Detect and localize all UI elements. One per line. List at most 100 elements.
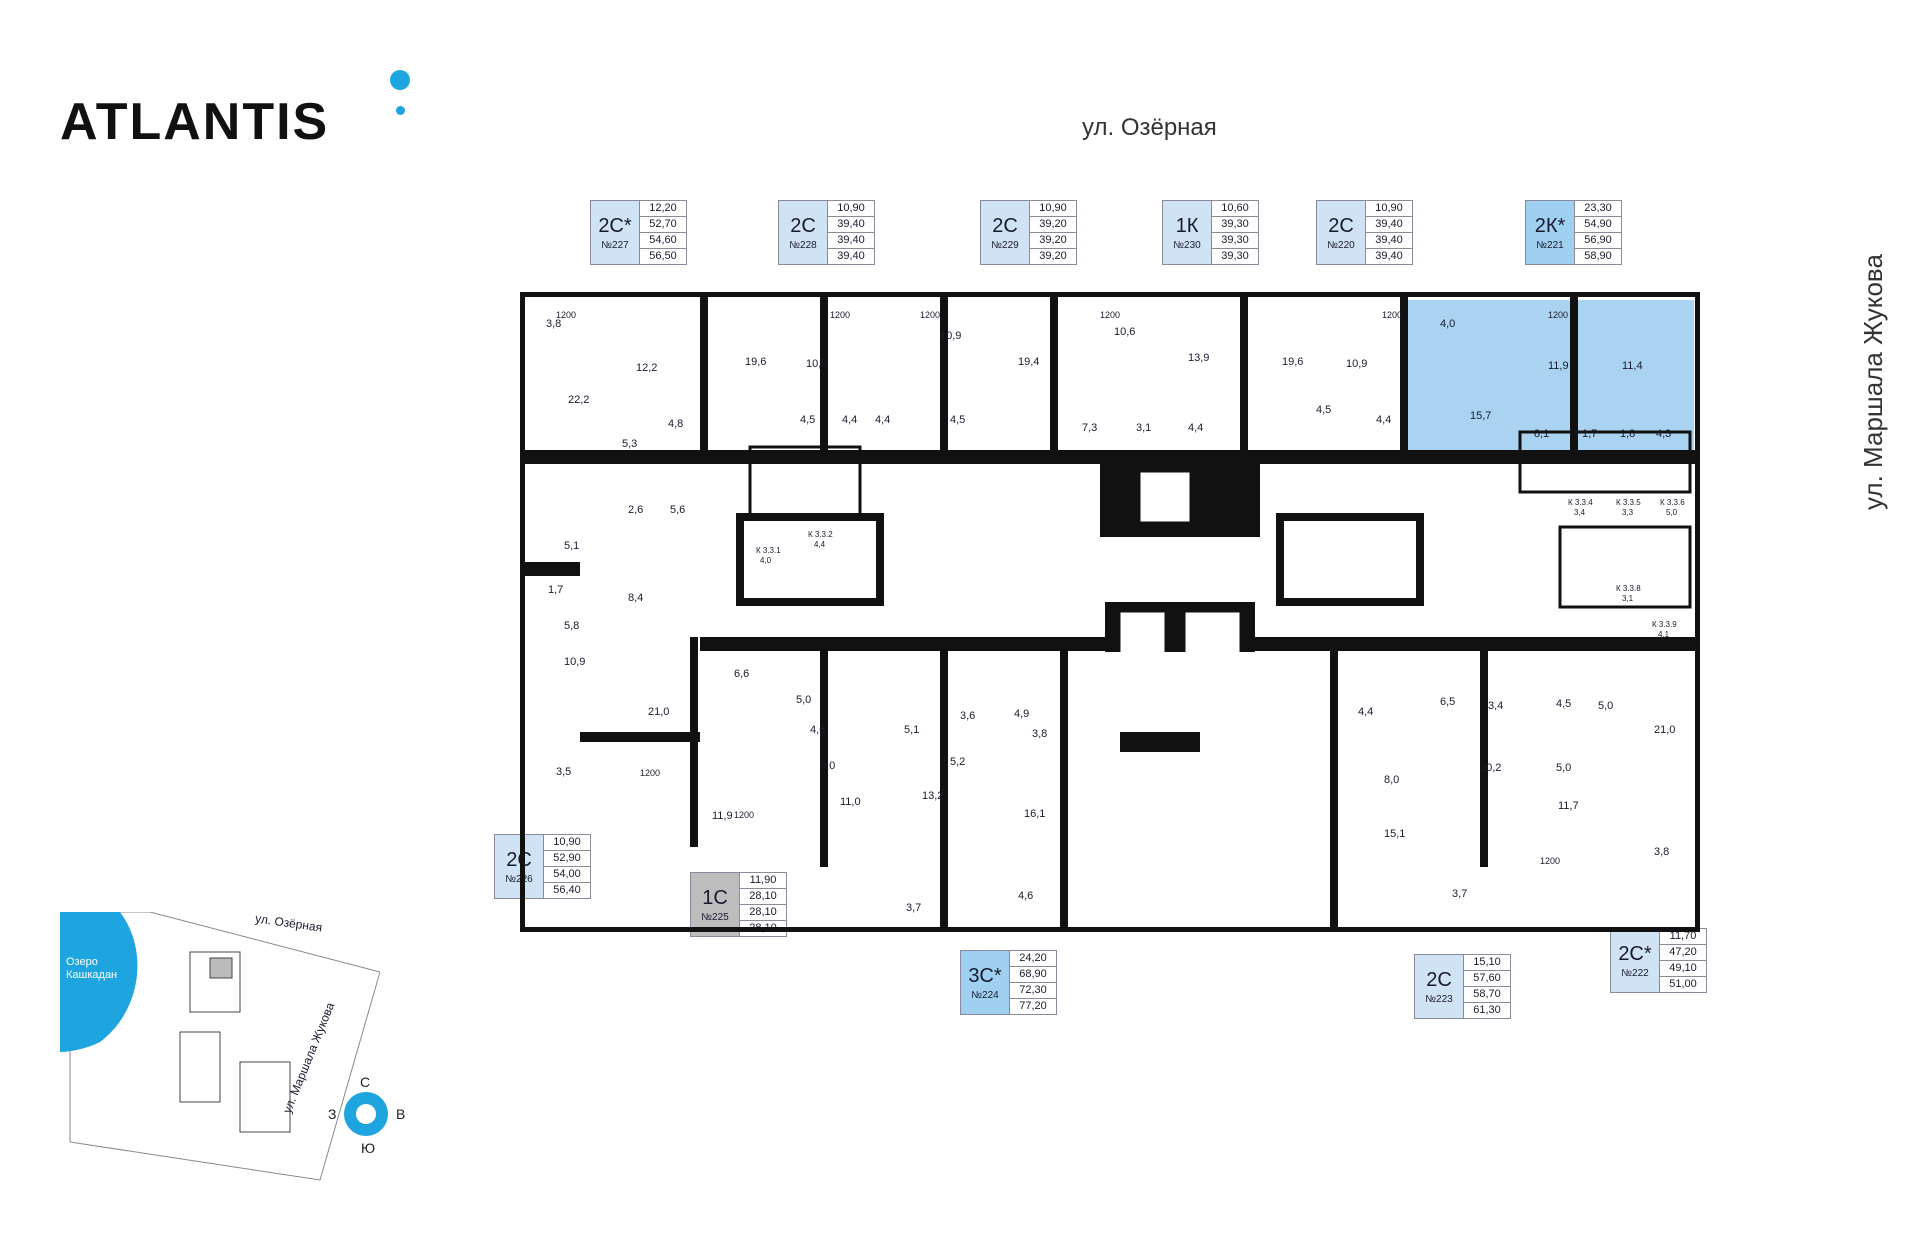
area-value: 28,10 — [740, 889, 786, 905]
apartment-221-highlight — [1400, 300, 1570, 450]
apartment-type: 2С — [1328, 214, 1354, 237]
room-area-label: 20,2 — [1480, 762, 1502, 774]
apartment-type: 2С — [506, 848, 532, 871]
apartment-number: №221 — [1536, 239, 1564, 251]
commercial-void — [1068, 652, 1328, 922]
room-area-label: 10,9 — [806, 358, 828, 370]
apartment-number: №220 — [1327, 239, 1355, 251]
room-area-label: 3,1 — [1136, 422, 1152, 434]
area-value: 56,40 — [553, 884, 581, 896]
room-area-label: 11,0 — [840, 796, 861, 808]
area-value: 39,40 — [828, 233, 874, 249]
room-area-label: 3,8 — [1654, 846, 1670, 858]
window-width-label: 1200 — [556, 310, 577, 320]
window-width-label: 1200 — [920, 310, 941, 320]
apartment-type: 2С* — [1618, 942, 1652, 965]
room-area-label: 4,5 — [950, 414, 966, 426]
area-value: 39,30 — [1212, 233, 1258, 249]
room-area-label: 4,9 — [1014, 708, 1030, 720]
room-area-label: 5,3 — [622, 438, 638, 450]
room-area-label: 21,0 — [648, 706, 670, 718]
room-area-label: 10,6 — [1114, 326, 1136, 338]
room-area-label: 3,8 — [546, 318, 562, 330]
room-area-label: 8,1 — [1534, 428, 1550, 440]
area-value: 58,90 — [1584, 250, 1612, 262]
area-value: 57,60 — [1464, 971, 1510, 987]
site-minimap — [60, 912, 380, 1181]
area-value: 39,40 — [1375, 250, 1403, 262]
room-area-label: 5,6 — [670, 504, 686, 516]
room-area-label: 11,7 — [1558, 800, 1579, 812]
building-b — [179, 1031, 221, 1103]
area-value: 49,10 — [1660, 961, 1706, 977]
room-area-label: 15,1 — [1384, 828, 1406, 840]
apartment-type: 1С — [702, 886, 728, 909]
apartment-type: 3С* — [968, 964, 1002, 987]
storage-area: 4,0 — [760, 556, 772, 565]
room-area-label: 13,2 — [922, 790, 944, 802]
area-value: 52,70 — [640, 217, 686, 233]
storage-area: 5,0 — [1666, 508, 1678, 517]
room-area-label: 4,4 — [1358, 706, 1374, 718]
storage-label: К 3.3.6 — [1660, 498, 1685, 507]
apartment-type: 2С — [1426, 968, 1452, 991]
storage-area: 3,4 — [1574, 508, 1586, 517]
apartment-type: 2С — [790, 214, 816, 237]
area-value: 77,20 — [1019, 1000, 1047, 1012]
apartment-number: №227 — [601, 239, 629, 251]
room-area-label: 22,2 — [568, 394, 590, 406]
apartment-number: №223 — [1425, 993, 1453, 1005]
apartment-number: №225 — [701, 911, 729, 923]
area-value: 10,90 — [1030, 201, 1076, 217]
area-value: 58,70 — [1464, 987, 1510, 1003]
area-value: 52,90 — [544, 851, 590, 867]
area-value: 23,30 — [1575, 201, 1621, 217]
compass-north: С — [360, 1074, 371, 1090]
room-area-label: 5,0 — [1556, 762, 1572, 774]
area-value: 11,90 — [740, 873, 786, 889]
brand-logo: ATLANTIS — [60, 93, 330, 151]
compass-west: З — [328, 1106, 337, 1122]
room-area-label: 7,3 — [1082, 422, 1098, 434]
window-width-label: 1200 — [734, 810, 755, 820]
room-area-label: 11,9 — [712, 810, 733, 822]
room-area-label: 10,9 — [940, 330, 962, 342]
area-value: 47,20 — [1660, 945, 1706, 961]
stair-right — [1276, 513, 1424, 606]
room-area-label: 6,6 — [734, 668, 750, 680]
window-width-label: 1200 — [830, 310, 851, 320]
window-width-label: 1200 — [1100, 310, 1121, 320]
room-area-label: 3,4 — [1488, 700, 1504, 712]
room-area-label: 8,4 — [628, 592, 644, 604]
area-value: 39,30 — [1221, 250, 1249, 262]
apartment-number: №228 — [789, 239, 817, 251]
room-area-label: 10,9 — [1346, 358, 1368, 370]
area-value: 10,90 — [828, 201, 874, 217]
room-area-label: 11,4 — [1622, 360, 1643, 372]
storage-label: К 3.3.2 — [808, 530, 833, 539]
minimap-lake-label: Озеро Кашкадан — [66, 956, 118, 981]
area-value: 10,90 — [1366, 201, 1412, 217]
room-area-label: 4,5 — [1316, 404, 1332, 416]
room-area-label: 12,2 — [636, 362, 658, 374]
apartment-type: 1К — [1175, 214, 1199, 237]
room-area-label: 4,4 — [1188, 422, 1204, 434]
storage-area: 3,3 — [1622, 508, 1634, 517]
unit-walls-top — [700, 292, 1578, 452]
area-value: 12,20 — [640, 201, 686, 217]
area-value: 54,90 — [1575, 217, 1621, 233]
area-value: 61,30 — [1473, 1004, 1501, 1016]
window-width-label: 1200 — [640, 768, 661, 778]
room-area-label: 4,5 — [800, 414, 816, 426]
area-value: 56,50 — [649, 250, 677, 262]
